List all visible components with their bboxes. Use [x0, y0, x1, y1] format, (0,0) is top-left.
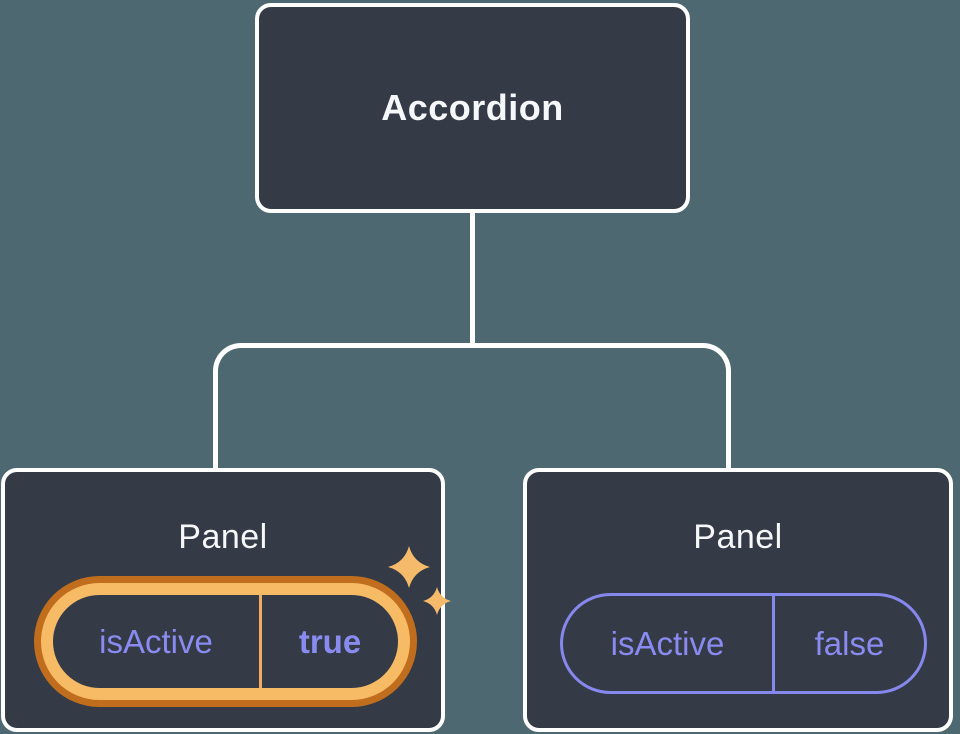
prop-value-active: true [298, 622, 362, 660]
prop-pill-active-core: isActive true [53, 595, 398, 688]
prop-value-inactive: false [814, 624, 885, 662]
accordion-node-label: Accordion [381, 87, 564, 128]
pill-divider-inactive [772, 596, 775, 691]
panel-active-label: Panel [178, 518, 268, 556]
sparkles-icon [388, 546, 451, 615]
prop-name-inactive: isActive [610, 624, 725, 662]
accordion-node: Accordion [255, 3, 690, 213]
connector-bracket [213, 343, 731, 468]
prop-pill-active-ring: isActive true [41, 583, 410, 700]
pill-divider-active [259, 595, 262, 688]
panel-inactive-label: Panel [693, 518, 783, 556]
connector-stem [470, 213, 475, 344]
prop-pill-active: isActive true [34, 576, 417, 707]
prop-name-active: isActive [99, 622, 213, 660]
prop-pill-inactive: isActive false [560, 593, 927, 694]
panel-node-inactive: Panel isActive false [523, 468, 953, 732]
panel-node-active: Panel isActive true [1, 468, 451, 732]
